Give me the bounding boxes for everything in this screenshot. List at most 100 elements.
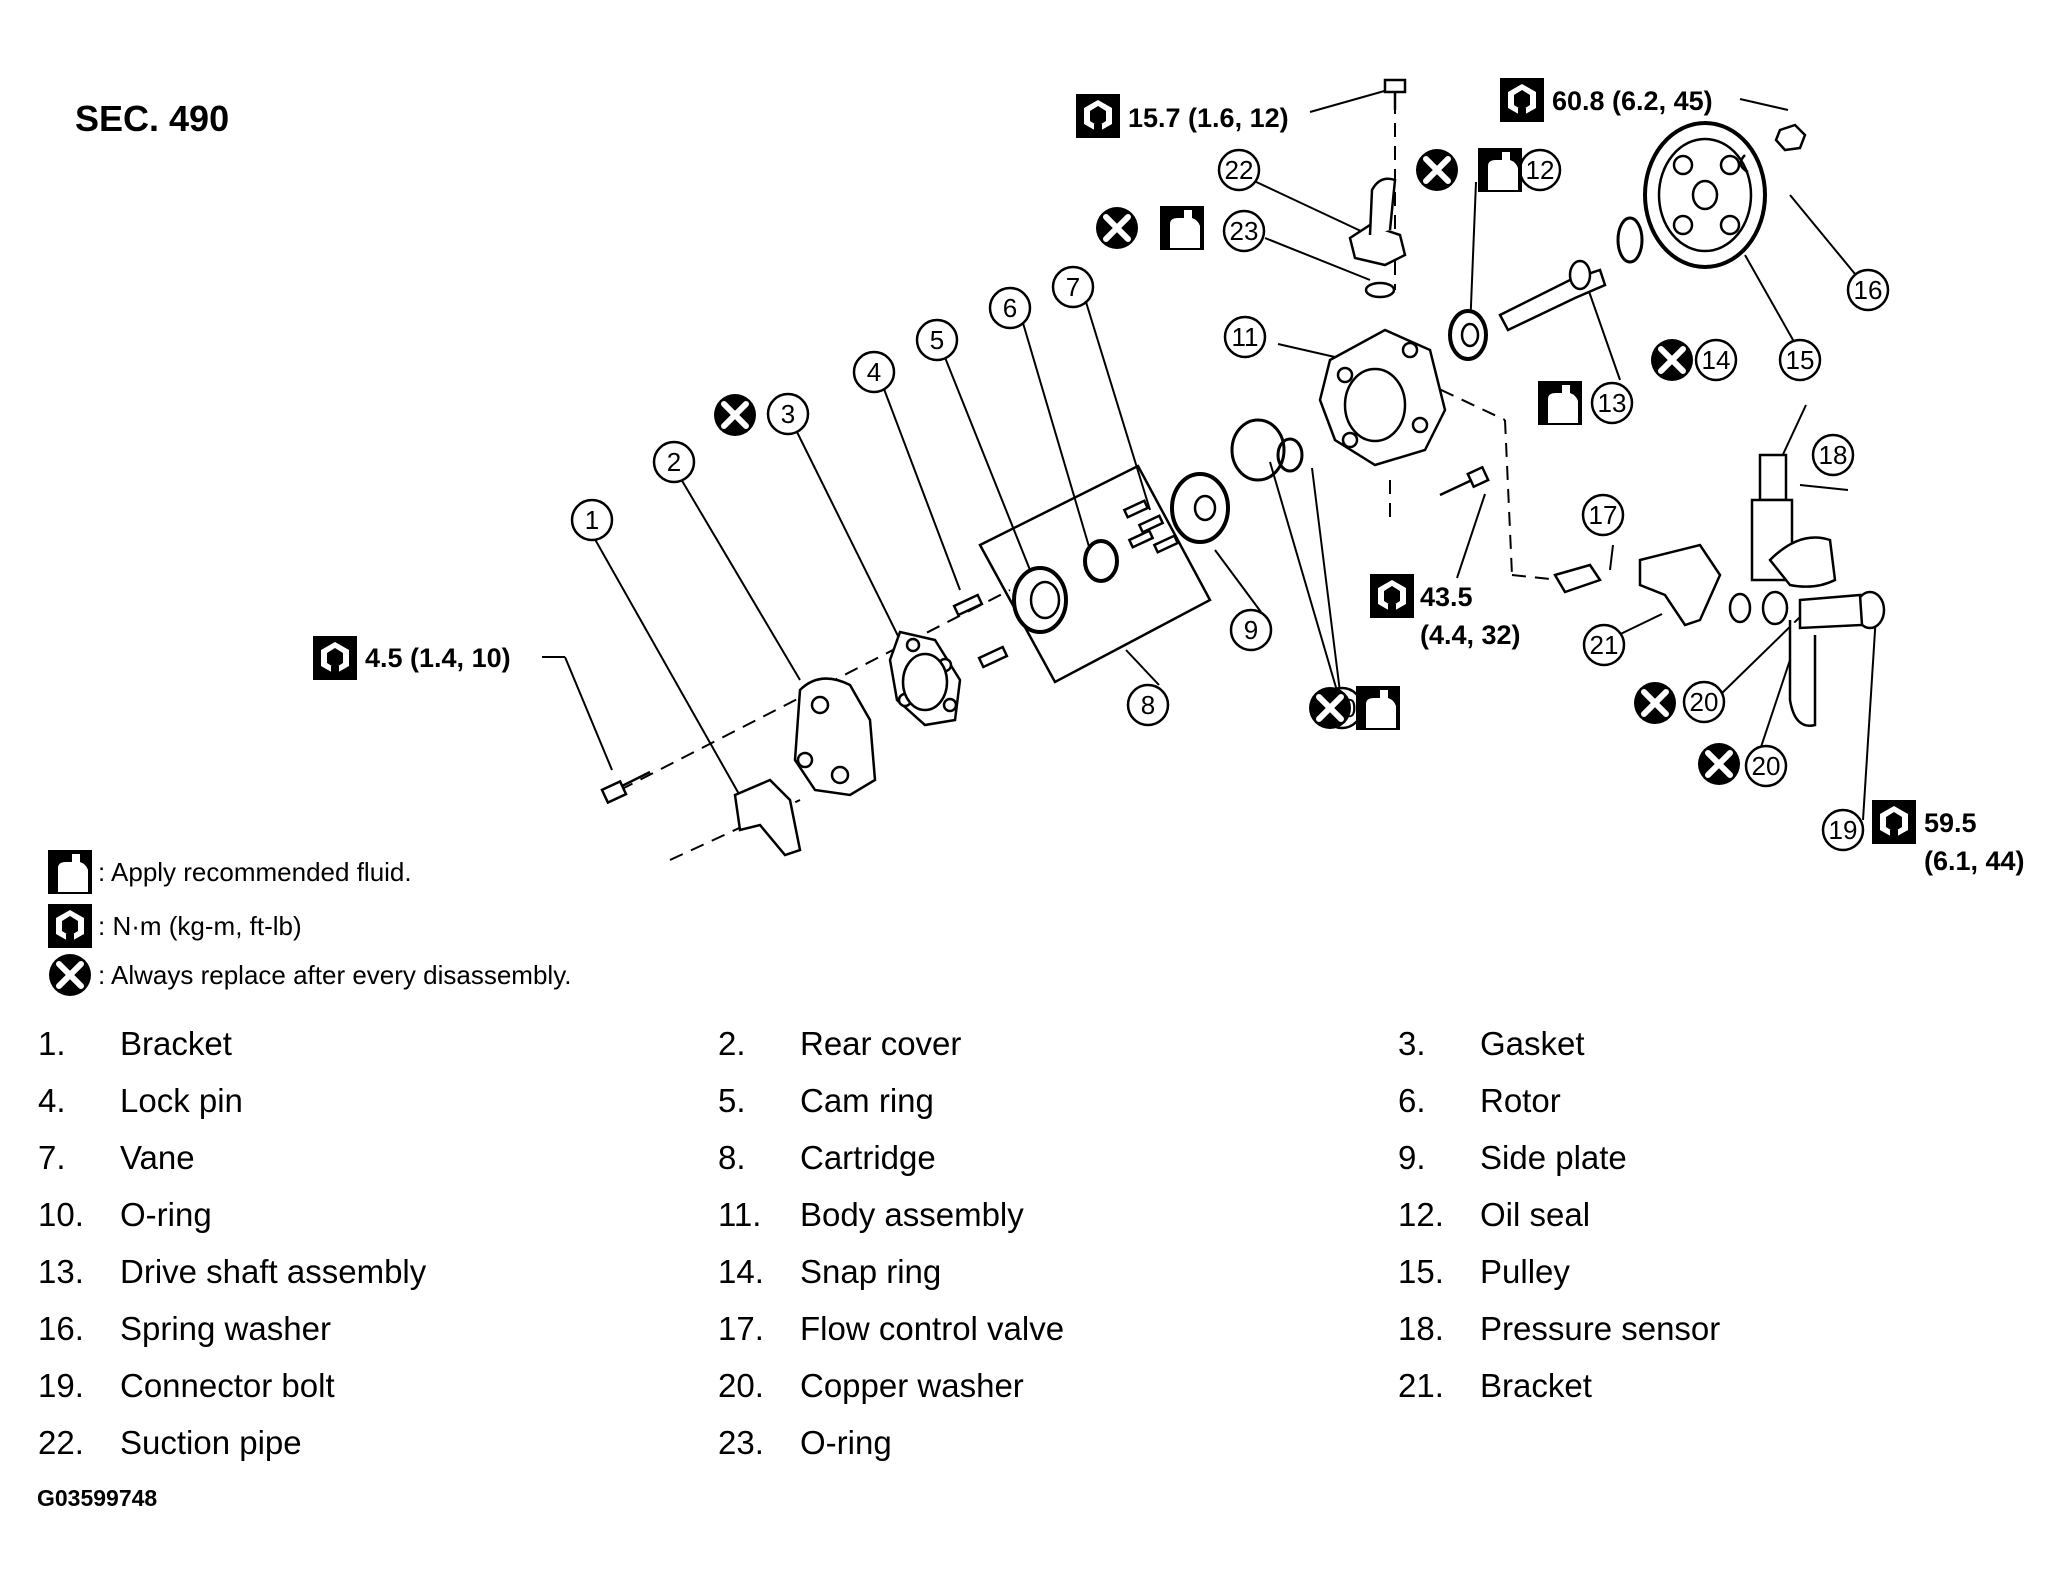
part-name: Flow control valve (800, 1310, 1065, 1347)
replace-icon (48, 953, 92, 997)
svg-text:20: 20 (1690, 687, 1719, 717)
svg-text:20: 20 (1752, 751, 1781, 781)
torque-spec: 59.5 (1924, 808, 1977, 838)
fluid-icon (1356, 686, 1400, 730)
part-number: 13. (38, 1253, 84, 1290)
part-name: Body assembly (800, 1196, 1024, 1233)
fluid-icon (1538, 381, 1582, 425)
torque-spec: 15.7 (1.6, 12) (1128, 103, 1289, 133)
svg-text:3: 3 (781, 399, 795, 429)
callout-8: 8 (1126, 683, 1170, 727)
replace-icon (1096, 207, 1138, 249)
part-name: Bracket (1480, 1367, 1592, 1404)
part-number: 3. (1398, 1025, 1426, 1062)
callout-18: 18 (1811, 433, 1855, 477)
svg-text:1: 1 (585, 505, 599, 535)
part-number: 11. (718, 1196, 762, 1233)
svg-text:12: 12 (1526, 155, 1555, 185)
callout-7: 7 (1051, 265, 1095, 309)
callout-15: 15 (1778, 338, 1822, 382)
torque-spec: 4.5 (1.4, 10) (365, 643, 511, 673)
figure-id: G03599748 (37, 1485, 158, 1511)
leader-lines (542, 87, 1877, 821)
replace-icon (1698, 743, 1740, 785)
callout-12: 12 (1518, 148, 1562, 192)
svg-text:6: 6 (1003, 293, 1017, 323)
part-name: Snap ring (800, 1253, 942, 1290)
callout-19: 19 (1821, 808, 1865, 852)
callout-1: 1 (570, 498, 614, 542)
svg-text:22: 22 (1225, 155, 1254, 185)
svg-text:23: 23 (1230, 216, 1259, 246)
svg-text:19: 19 (1829, 815, 1858, 845)
legend-text: : Apply recommended fluid. (98, 856, 412, 887)
part-name: Rotor (1480, 1082, 1561, 1119)
pump-parts (600, 78, 1886, 857)
legend-replace: : Always replace after every disassembly… (48, 953, 571, 997)
svg-text:15: 15 (1786, 345, 1815, 375)
legend-torque: : N·m (kg-m, ft-lb) (48, 904, 302, 948)
callout-20: 20 (1682, 680, 1726, 724)
torque-icon (313, 636, 357, 680)
part-number: 4. (38, 1082, 66, 1119)
replace-icon (714, 394, 756, 436)
part-name: Copper washer (800, 1367, 1024, 1404)
part-name: Spring washer (120, 1310, 331, 1347)
torque-icon (1076, 94, 1120, 138)
part-name: Suction pipe (120, 1424, 302, 1461)
svg-text:7: 7 (1066, 272, 1080, 302)
exploded-diagram: 123456789101112131415161718192020212223 … (313, 78, 2025, 876)
replace-icon (1651, 339, 1693, 381)
part-number: 9. (1398, 1139, 1426, 1176)
torque-spec: 60.8 (6.2, 45) (1552, 86, 1713, 116)
part-name: Lock pin (120, 1082, 243, 1119)
part-name: Rear cover (800, 1025, 962, 1062)
callout-3: 3 (766, 392, 810, 436)
torque-icon (1500, 78, 1544, 122)
fluid-icon (1478, 148, 1522, 192)
callout-4: 4 (852, 350, 896, 394)
part-name: Side plate (1480, 1139, 1627, 1176)
fluid-icon (1160, 206, 1204, 250)
part-number: 7. (38, 1139, 66, 1176)
callout-9: 9 (1229, 608, 1273, 652)
svg-text:16: 16 (1854, 275, 1883, 305)
callout-13: 13 (1590, 381, 1634, 425)
part-number: 5. (718, 1082, 746, 1119)
part-name: Pulley (1480, 1253, 1570, 1290)
section-label: SEC. 490 (75, 98, 230, 139)
bolt-part (600, 770, 651, 805)
part-number: 12. (1398, 1196, 1444, 1233)
callouts: 123456789101112131415161718192020212223 (570, 148, 1890, 852)
part-name: Pressure sensor (1480, 1310, 1721, 1347)
callout-11: 11 (1223, 315, 1267, 359)
torque-icon (48, 904, 92, 948)
part-name: O-ring (800, 1424, 892, 1461)
part-name: O-ring (120, 1196, 212, 1233)
part-number: 14. (718, 1253, 764, 1290)
callout-22: 22 (1217, 148, 1261, 192)
torque-icon (1370, 574, 1414, 618)
svg-text:21: 21 (1590, 630, 1619, 660)
legend-fluid: : Apply recommended fluid. (48, 850, 412, 894)
part-name: Oil seal (1480, 1196, 1591, 1233)
part-number: 2. (718, 1025, 746, 1062)
bracket-1-part (733, 778, 802, 857)
callout-5: 5 (915, 318, 959, 362)
part-name: Gasket (1480, 1025, 1585, 1062)
callout-17: 17 (1581, 493, 1625, 537)
callout-6: 6 (988, 286, 1032, 330)
part-number: 21. (1398, 1367, 1444, 1404)
callout-14: 14 (1694, 338, 1738, 382)
torque-spec: (4.4, 32) (1420, 620, 1521, 650)
replace-icon (1309, 687, 1351, 729)
part-number: 19. (38, 1367, 84, 1404)
svg-text:2: 2 (667, 447, 681, 477)
callout-2: 2 (652, 440, 696, 484)
callout-16: 16 (1846, 268, 1890, 312)
legend-text: : Always replace after every disassembly… (98, 959, 572, 990)
part-name: Drive shaft assembly (120, 1253, 427, 1290)
torque-spec: 43.5 (1420, 582, 1473, 612)
fluid-icon (48, 850, 92, 894)
part-name: Bracket (120, 1025, 232, 1062)
